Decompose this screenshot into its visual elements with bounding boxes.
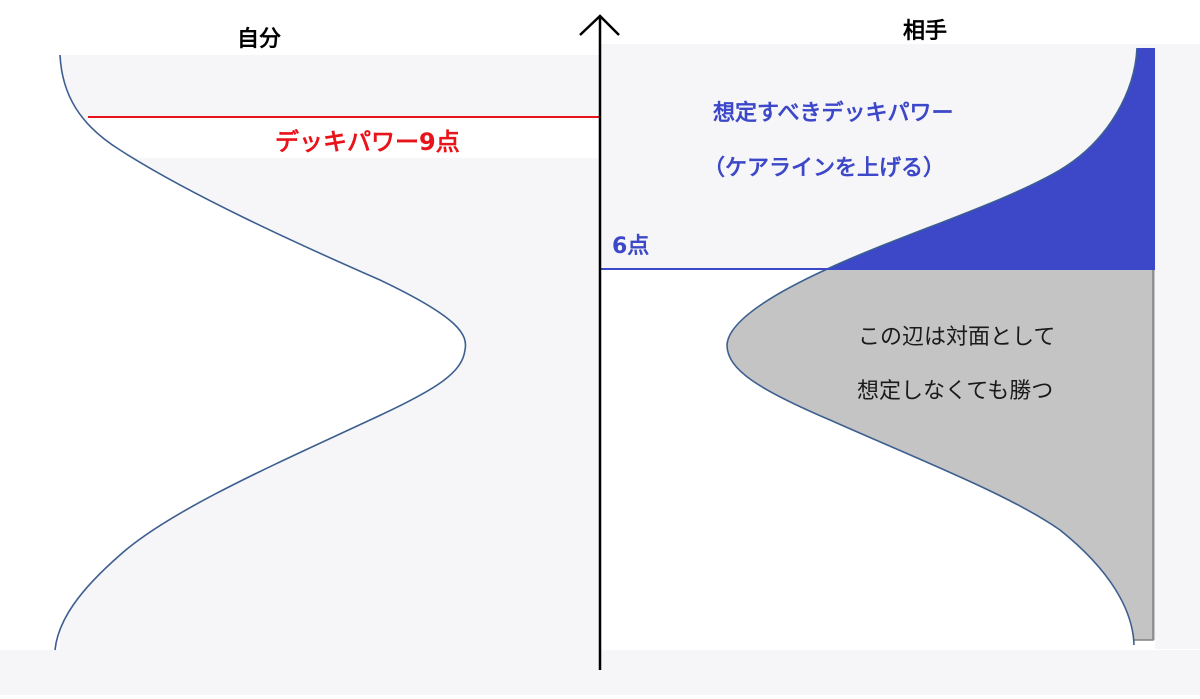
red-threshold-label: デッキパワー9点 xyxy=(275,128,460,156)
right-gray-border xyxy=(1134,270,1154,641)
left-panel-title: 自分 xyxy=(237,27,282,52)
right-gray-region xyxy=(727,270,1155,640)
blue-threshold-label: 6点 xyxy=(612,234,650,259)
right-blue-region xyxy=(825,48,1155,270)
red-label-band xyxy=(88,118,598,158)
right-panel-title: 相手 xyxy=(903,19,948,44)
blue-region-label-line2: （ケアラインを上げる） xyxy=(703,156,946,181)
right-distribution-curve xyxy=(726,47,1138,646)
blue-region-label-line1: 想定すべきデッキパワー xyxy=(713,101,954,126)
axis-arrow-icon xyxy=(579,14,620,36)
left-distribution-fill xyxy=(0,55,466,650)
gray-region-label-line1: この辺は対面として xyxy=(858,325,1056,350)
gray-region-label-line2: 想定しなくても勝つ xyxy=(857,379,1054,404)
left-distribution-curve xyxy=(54,54,467,651)
